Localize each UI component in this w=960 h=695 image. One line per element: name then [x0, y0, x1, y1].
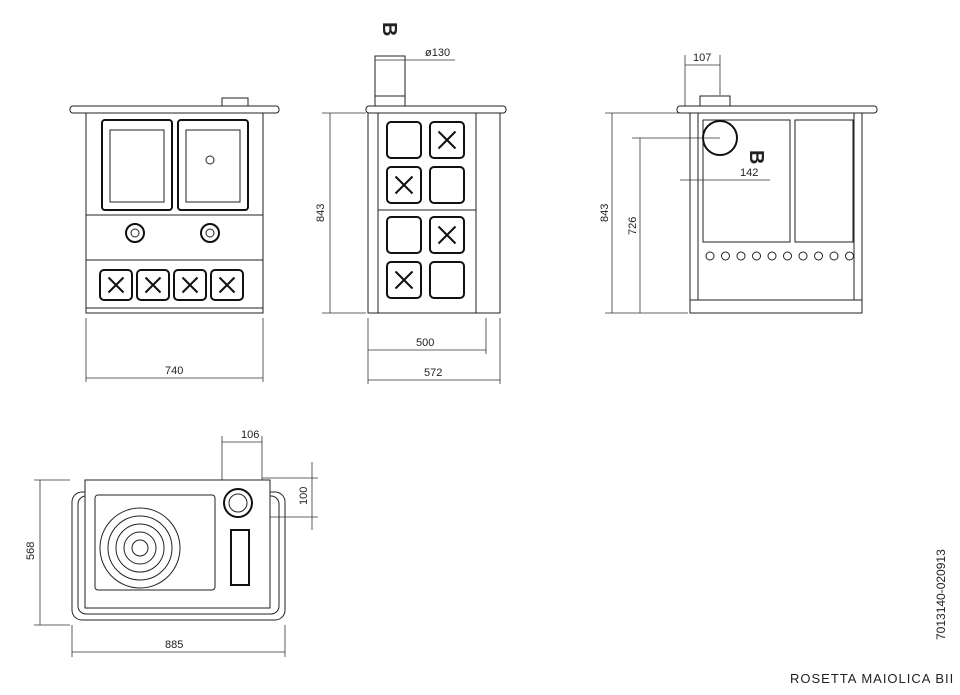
top-flue-y-dimension: 100: [298, 487, 310, 505]
front-view: 740: [69, 97, 280, 382]
vent-hole: [752, 251, 761, 261]
vent-hole: [798, 251, 808, 261]
top-view: 106 100 568 885: [25, 429, 318, 657]
tile: [429, 166, 465, 204]
tile-cross: [181, 276, 199, 294]
vent-hole: [814, 251, 823, 261]
rear-height-dimension: 843: [599, 204, 611, 222]
section-marker-b: B: [378, 22, 400, 36]
tile-cross: [394, 270, 414, 290]
tile-cross: [144, 276, 162, 294]
tile: [429, 216, 465, 254]
side-height-dimension: 843: [315, 204, 327, 222]
tile: [386, 216, 422, 254]
tile: [386, 166, 422, 204]
tile-cross: [218, 276, 236, 294]
tile-cross: [394, 175, 414, 195]
vent-hole: [845, 251, 854, 261]
model-name: ROSETTA MAIOLICA BII: [790, 671, 954, 686]
vent-hole: [721, 251, 730, 261]
flue-diameter-label: ø130: [425, 47, 450, 59]
tile: [99, 269, 133, 301]
vent-hole: [767, 251, 777, 261]
tile-cross: [437, 225, 457, 245]
vent-hole: [705, 251, 715, 261]
tile: [136, 269, 170, 301]
tile: [386, 121, 422, 159]
inner-depth-dimension: 500: [416, 337, 434, 349]
vent-hole: [829, 251, 839, 261]
depth-dimension: 572: [424, 367, 442, 379]
top-depth-dimension: 568: [25, 542, 37, 560]
rear-section-marker-b: B: [745, 150, 767, 164]
flue-side-dimension: 142: [740, 167, 758, 179]
drawing-code: 7013140-020913: [934, 549, 948, 640]
vent-hole: [783, 251, 792, 261]
front-width-dimension: 740: [165, 365, 183, 377]
tile: [386, 261, 422, 299]
tile-cross: [107, 276, 125, 294]
side-view: B ø130 843 500 572: [315, 22, 507, 384]
tile-cross: [437, 130, 457, 150]
vent-hole: [736, 251, 746, 261]
rear-view: 107 B 142 843 726: [599, 52, 878, 314]
tile: [429, 121, 465, 159]
flue-offset-dimension: 107: [693, 52, 711, 64]
tile: [173, 269, 207, 301]
top-width-dimension: 885: [165, 639, 183, 651]
top-flue-x-dimension: 106: [241, 429, 259, 441]
tile: [210, 269, 244, 301]
tile: [429, 261, 465, 299]
flue-height-dimension: 726: [627, 217, 639, 235]
